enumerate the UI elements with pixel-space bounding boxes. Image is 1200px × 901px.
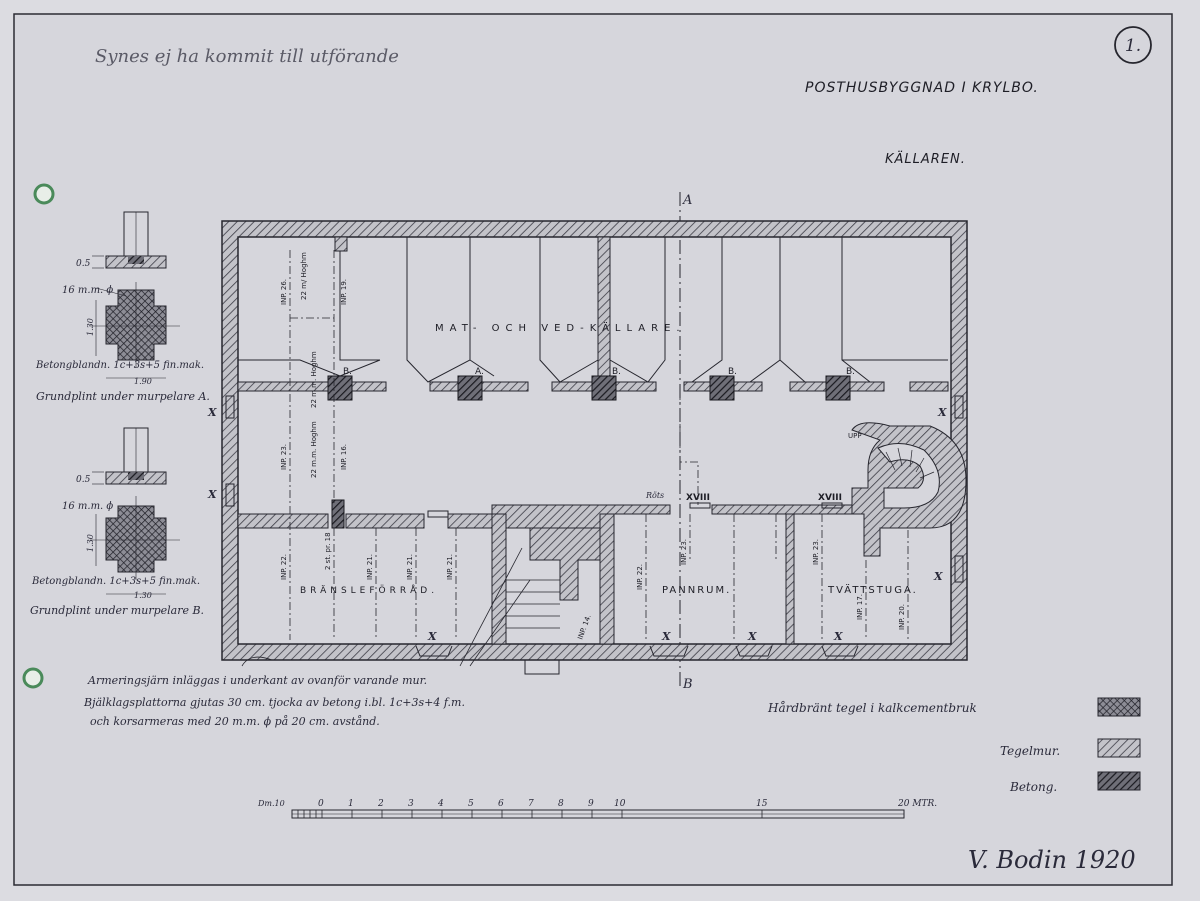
scale-prefix: Dm.10	[257, 799, 285, 808]
scale-tick: 4	[437, 799, 444, 809]
scale-bar: Dm.10 0 1 2 3 4 5 6 7 8 9 10 15 20 MTR.	[257, 799, 937, 819]
interior-wall	[597, 236, 611, 383]
pier-label: A.	[475, 367, 484, 377]
legend-label: Betong.	[1009, 780, 1057, 794]
span-label: INP. 20.	[898, 604, 906, 630]
legend-swatch-crosshatch	[1097, 697, 1141, 717]
span-label: INP. 23.	[680, 539, 688, 565]
sheet-number: 1.	[1125, 36, 1141, 56]
punch-holes	[22, 183, 55, 689]
scale-tick: 3	[408, 799, 414, 809]
scale-tick: 1	[348, 799, 354, 809]
note-line: Armeringsjärn inläggas i underkant av ov…	[87, 674, 427, 687]
span-label: INP. 19.	[340, 279, 348, 305]
dimension-label: 22 m.m. Hoghm	[310, 351, 318, 408]
span-label: INP. 23.	[280, 444, 288, 470]
pier-label: B.	[846, 367, 855, 377]
scale-tick: 9	[588, 799, 594, 809]
detail-mix: Betongblandn. 1c+3s+5 fin.mak.	[31, 576, 200, 587]
detail-caption: Grundplint under murpelare B.	[30, 604, 204, 617]
span-label: INP. 21.	[366, 554, 374, 580]
vault-bays	[238, 237, 948, 383]
pencil-note: Synes ej ha kommit till utförande	[95, 46, 399, 67]
legend-swatch-hatch	[1097, 738, 1141, 758]
detail-dim-top: 0.5	[76, 475, 91, 485]
span-label: INP. 22.	[280, 554, 288, 580]
span-label: INP. 22.	[636, 564, 644, 590]
scale-tick: 0	[318, 799, 324, 809]
scale-tick: 2	[377, 799, 384, 809]
detail-dim-bottom: 1.90	[134, 377, 152, 386]
pier-label: B.	[343, 367, 352, 377]
dimension-label: 22 m/ Hoghm	[300, 252, 308, 300]
pier-label: B.	[612, 367, 621, 377]
window-mark: X	[933, 570, 943, 583]
detail-dim-bottom: 1.30	[134, 591, 152, 600]
detail-rebar: 16 m.m. ϕ	[62, 501, 113, 512]
detail-rebar: 16 m.m. ϕ	[62, 285, 113, 296]
pier-label: B.	[728, 367, 737, 377]
scale-tick: 6	[498, 799, 504, 809]
drawing-title: POSTHUSBYGGNAD I KRYLBO.	[805, 80, 1039, 96]
detail-dim-top: 0.5	[76, 259, 91, 269]
detail-caption: Grundplint under murpelare A.	[36, 390, 210, 403]
detail-dim-side: 1.30	[86, 318, 95, 336]
footing-detail-a: 0.5 16 m.m. ϕ 1.30 1.90 Betongblandn. 1c…	[35, 211, 210, 403]
span-label: INP. 16.	[340, 444, 348, 470]
window-mark: X	[661, 630, 671, 643]
span-label: INP. 23.	[812, 539, 820, 565]
section-mark-a: A	[682, 193, 692, 208]
drawing-subtitle: KÄLLAREN.	[885, 151, 966, 167]
legend-label: Hårdbränt tegel i kalkcementbruk	[767, 700, 977, 715]
span-label: INP. 17.	[856, 594, 864, 620]
legend-swatch-heavy	[1097, 771, 1141, 791]
section-mark-b: B	[682, 677, 693, 692]
windows	[225, 395, 964, 657]
note-line: och korsarmeras med 20 m.m. ϕ på 20 cm. …	[90, 715, 380, 728]
spiral-stair: UPP	[848, 422, 967, 557]
window-mark: X	[833, 630, 843, 643]
span-label: INP. 26.	[280, 279, 288, 305]
scale-tick: 8	[558, 799, 564, 809]
detail-dim-side: 1.30	[86, 534, 95, 552]
construction-notes: Armeringsjärn inläggas i underkant av ov…	[83, 656, 465, 728]
window-mark: X	[427, 630, 437, 643]
laundry-wall	[785, 513, 795, 645]
scale-tick: 20 MTR.	[897, 799, 937, 809]
scale-tick: 7	[528, 799, 534, 809]
dimension-label: 2 st. pr. 18	[324, 532, 332, 570]
dimension-label: 22 m.m. Hoghm	[310, 421, 318, 478]
window-mark: X	[747, 630, 757, 643]
note-line: Bjälklagsplattorna gjutas 30 cm. tjocka …	[83, 696, 465, 709]
footing-detail-b: 0.5 16 m.m. ϕ 1.30 1.30 Betongblandn. 1c…	[30, 427, 204, 617]
window-mark: X	[937, 406, 947, 419]
legend: Hårdbränt tegel i kalkcementbruk Tegelmu…	[767, 697, 1141, 794]
window-mark: X	[207, 488, 217, 501]
scale-tick: 10	[614, 799, 626, 809]
room-label-laundry: TVÄTTSTUGA.	[827, 583, 918, 596]
room-label-fuel: BRÄNSLEFÖRRÅD.	[300, 584, 438, 596]
window-mark: X	[207, 406, 217, 419]
detail-mix: Betongblandn. 1c+3s+5 fin.mak.	[35, 360, 204, 371]
room-label-boiler: PANNRUM.	[662, 585, 731, 596]
vent-label: XVIII	[818, 493, 842, 503]
sheet-number-circle	[1114, 26, 1152, 64]
outer-wall	[221, 220, 968, 661]
scale-tick: 15	[756, 799, 768, 809]
piers	[327, 375, 851, 401]
signature: V. Bodin 1920	[968, 846, 1136, 874]
stair-area	[459, 513, 615, 675]
scale-tick: 5	[468, 799, 474, 809]
stair-up-label: UPP	[848, 432, 862, 440]
flue-label: Röts	[645, 491, 664, 500]
room-label-storage: MAT- OCH VED-KÄLLARE.	[435, 321, 686, 334]
beam-lines	[289, 250, 909, 640]
floor-plan: B. A. B. B. B.	[207, 220, 968, 675]
span-label: INP. 21.	[446, 554, 454, 580]
legend-label: Tegelmur.	[1000, 744, 1060, 758]
span-label: INP. 21.	[406, 554, 414, 580]
drawing-border	[13, 13, 1173, 886]
